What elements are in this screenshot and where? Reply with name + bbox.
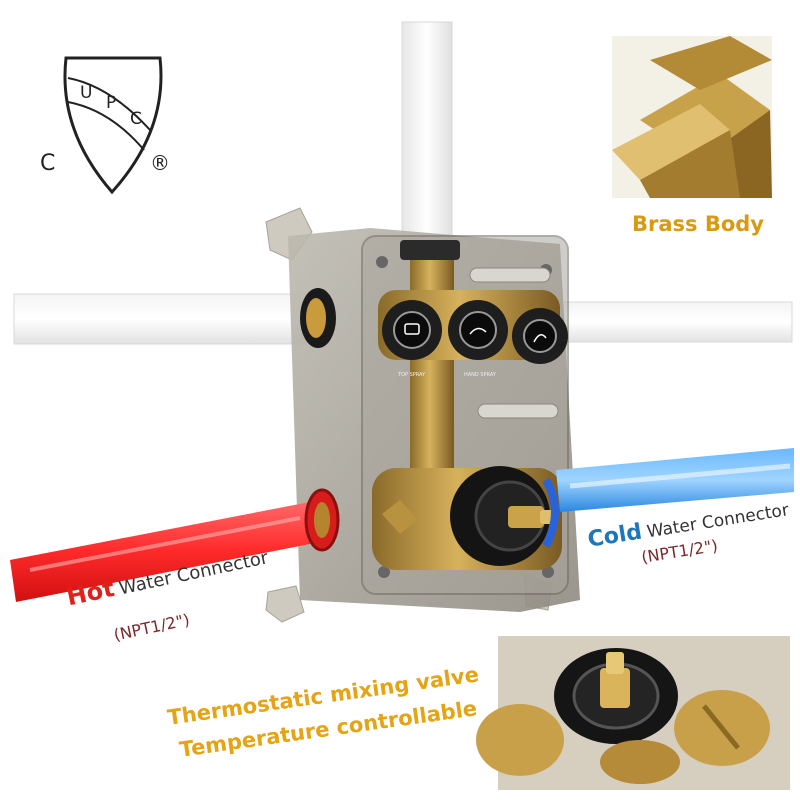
upc-letter-c: C	[130, 109, 142, 129]
thermostat-cartridge	[450, 466, 559, 566]
cover-screw	[542, 566, 554, 578]
top-spray-caption: TOP SPRAY	[397, 372, 426, 378]
cover-bolt	[477, 403, 559, 419]
left-pipe	[13, 293, 315, 345]
mount-ear-bottom-left	[265, 585, 305, 623]
cover-bolt	[469, 267, 551, 283]
upc-letter-u: U	[80, 83, 92, 103]
hand-spray-caption: HAND SPRAY	[464, 372, 497, 378]
right-pipe	[559, 301, 793, 343]
upc-letter-p: P	[106, 93, 116, 113]
cover-screw	[378, 566, 390, 578]
cartridge-detail-photo	[476, 636, 790, 790]
upc-logo: U P C C ®	[40, 56, 170, 195]
brass-body-label: Brass Body	[632, 212, 764, 236]
registered-mark: ®	[150, 151, 170, 175]
spout-knob	[512, 308, 568, 364]
top-outlet-cap	[400, 240, 460, 260]
hand-spray-knob	[448, 300, 508, 360]
hot-water-pipe	[10, 488, 340, 602]
c-mark: C	[40, 151, 55, 176]
brass-plug	[382, 500, 418, 534]
cold-water-pipe	[556, 448, 794, 512]
top-pipe	[401, 21, 453, 263]
cover-screw	[376, 256, 388, 268]
left-connector	[300, 288, 336, 348]
top-spray-knob	[382, 300, 442, 360]
brass-bars-photo	[612, 36, 772, 198]
